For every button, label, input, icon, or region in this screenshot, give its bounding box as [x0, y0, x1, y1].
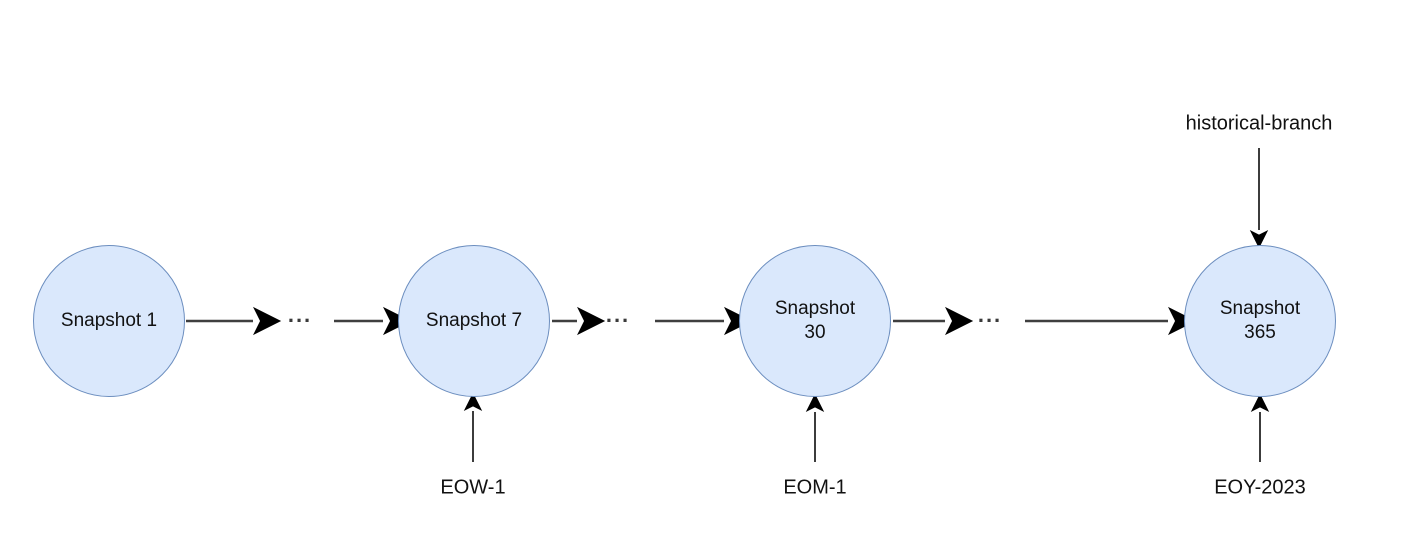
node-snapshot-7-label: Snapshot 7	[425, 310, 523, 332]
ellipsis-2: ...	[605, 302, 631, 327]
ellipsis-1: ...	[287, 302, 313, 327]
node-snapshot-365: Snapshot 365	[1184, 245, 1336, 397]
node-snapshot-1: Snapshot 1	[33, 245, 185, 397]
node-snapshot-1-label: Snapshot 1	[60, 310, 158, 332]
label-historical-branch: historical-branch	[1185, 112, 1333, 135]
node-snapshot-7: Snapshot 7	[398, 245, 550, 397]
node-snapshot-30-label: Snapshot 30	[774, 298, 856, 343]
label-eoy-2023: EOY-2023	[1214, 476, 1306, 499]
label-eom-1: EOM-1	[783, 476, 847, 499]
label-eow-1: EOW-1	[440, 476, 506, 499]
node-snapshot-30: Snapshot 30	[739, 245, 891, 397]
node-snapshot-365-label: Snapshot 365	[1219, 298, 1301, 343]
ellipsis-3: ...	[977, 302, 1003, 327]
